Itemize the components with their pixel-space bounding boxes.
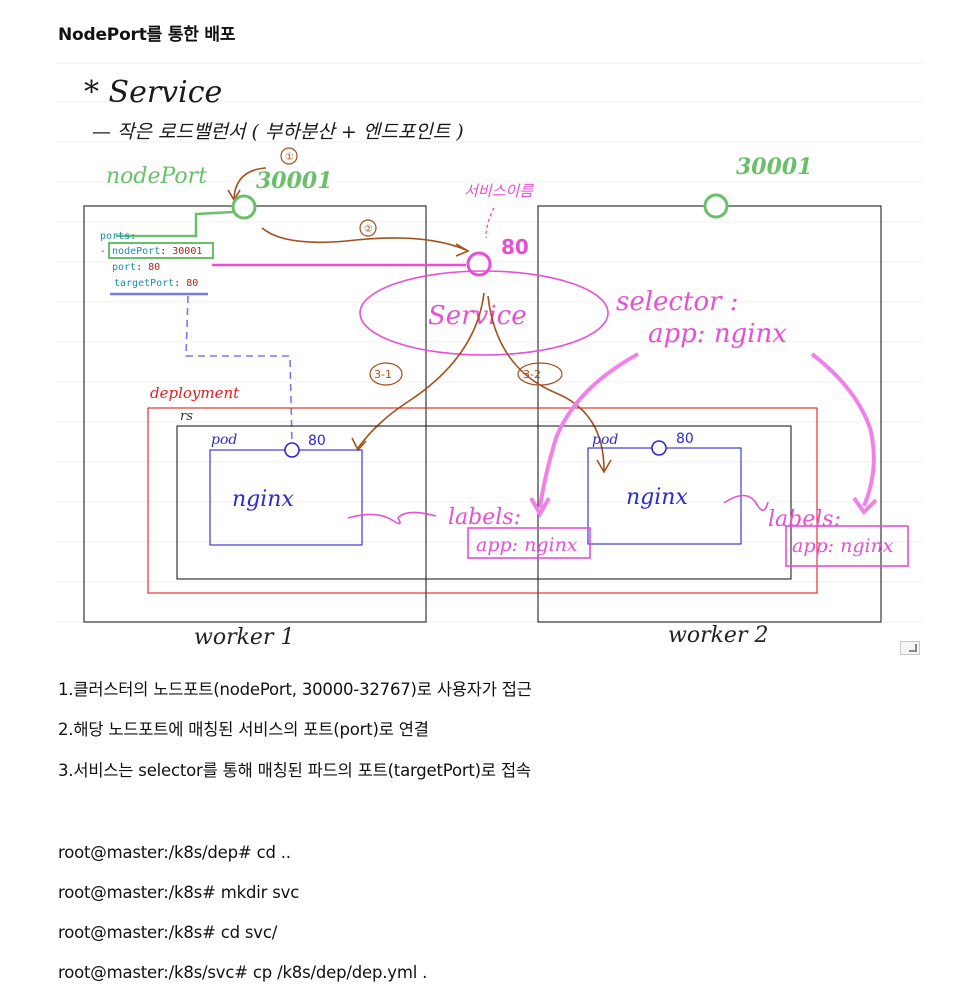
yaml-targetport-key: targetPort xyxy=(114,278,174,289)
step-1-circle xyxy=(280,147,298,165)
yaml-nodeport-highlight xyxy=(108,242,214,259)
yaml-colon-3: : xyxy=(174,278,186,289)
diagram-canvas: * Service — 작은 로드밸런서 ( 부하분산 + 엔드포인트 ) no… xyxy=(56,62,924,650)
labels-right-value: app: nginx xyxy=(792,535,894,557)
yaml-nodeport-value: 30001 xyxy=(172,246,202,257)
step-3-2-circle xyxy=(517,362,563,386)
step-2-arrowhead xyxy=(455,243,470,257)
yaml-line-ports: ports: xyxy=(100,231,136,242)
yaml-line-nodeport: - nodePort: 30001 xyxy=(100,246,202,257)
yaml-dash: - xyxy=(100,246,112,257)
pod-label-right: pod xyxy=(592,432,618,448)
targetport-connector xyxy=(185,295,293,445)
nodeport-circle-left xyxy=(231,194,257,220)
pod-port-left: 80 xyxy=(308,433,326,449)
selector-arrow-left xyxy=(538,352,639,509)
command-line-3: root@master:/k8s# cd svc/ xyxy=(58,923,278,942)
step-2-label: ② xyxy=(364,224,373,235)
deployment-box xyxy=(147,407,818,594)
service-diagram: * Service — 작은 로드밸런서 ( 부하분산 + 엔드포인트 ) no… xyxy=(56,58,924,658)
nginx-right: nginx xyxy=(626,485,688,510)
labels-right-squiggle xyxy=(723,494,769,512)
nodeport-value-left: 30001 xyxy=(256,168,333,194)
step-3-1-label: 3-1 xyxy=(374,368,392,381)
diagram-subheading: — 작은 로드밸런서 ( 부하분산 + 엔드포인트 ) xyxy=(92,121,464,143)
step-line-2: 2.해당 노드포트에 매칭된 서비스의 포트(port)로 연결 xyxy=(58,720,429,739)
nodeport-value-right: 30001 xyxy=(736,154,813,180)
service-name-label: 서비스이름 xyxy=(464,182,534,200)
step-3-2-arrowhead xyxy=(596,459,612,474)
labels-left: labels: xyxy=(448,505,521,530)
yaml-targetport-value: 80 xyxy=(186,278,198,289)
nodeport-connector xyxy=(116,210,234,238)
rs-label: rs xyxy=(180,409,193,424)
selector-arrow-left-head xyxy=(529,497,551,519)
labels-left-squiggle xyxy=(347,511,437,525)
page-title: NodePort를 통한 배포 xyxy=(58,25,236,45)
labels-right-box xyxy=(785,525,909,567)
yaml-colon-1: : xyxy=(160,246,172,257)
worker1-label: worker 1 xyxy=(194,625,294,650)
step-3-1-arrow xyxy=(357,292,485,449)
service-label: Service xyxy=(428,301,527,331)
command-line-2: root@master:/k8s# mkdir svc xyxy=(58,883,300,902)
pod-port-right: 80 xyxy=(676,431,694,447)
selector-arrow-right xyxy=(810,352,876,507)
pod-port-circle-left xyxy=(284,442,300,458)
selector-line-2: app: nginx xyxy=(648,319,787,349)
step-2-arrow xyxy=(261,227,467,251)
step-1-label: ① xyxy=(285,152,294,163)
selector-arrow-right-head xyxy=(852,496,878,516)
pod-port-circle-right xyxy=(651,440,667,456)
replicaset-box xyxy=(176,425,792,580)
service-ellipse xyxy=(359,270,609,356)
service-port-circle xyxy=(466,251,492,277)
yaml-line-port: port: 80 xyxy=(112,262,160,273)
worker2-node-box xyxy=(537,205,882,623)
step-1-arrow xyxy=(233,167,267,199)
diagram-heading: * Service xyxy=(84,75,222,110)
step-3-1-circle xyxy=(369,362,403,386)
yaml-nodeport-key: nodePort xyxy=(112,246,160,257)
worker2-label: worker 2 xyxy=(668,623,768,648)
labels-right: labels: xyxy=(768,507,841,532)
service-port: 80 xyxy=(501,235,529,259)
labels-left-box xyxy=(467,527,591,559)
command-line-4: root@master:/k8s/svc# cp /k8s/dep/dep.ym… xyxy=(58,963,428,982)
selector-line-1: selector : xyxy=(616,287,739,317)
service-name-pointer xyxy=(485,207,495,239)
yaml-port-key: port xyxy=(112,262,136,273)
deployment-label: deployment xyxy=(150,384,240,402)
yaml-port-value: 80 xyxy=(148,262,160,273)
image-resize-handle[interactable] xyxy=(900,641,920,655)
step-3-2-label: 3-2 xyxy=(523,368,541,381)
step-line-3: 3.서비스는 selector를 통해 매칭된 파드의 포트(targetPor… xyxy=(58,761,531,780)
nodeport-label: nodePort xyxy=(106,164,207,189)
step-3-2-arrow xyxy=(487,295,605,471)
step-2-circle xyxy=(359,219,377,237)
nodeport-circle-right xyxy=(703,193,729,219)
yaml-colon-2: : xyxy=(136,262,148,273)
command-line-1: root@master:/k8s/dep# cd .. xyxy=(58,843,291,862)
yaml-line-targetport: targetPort: 80 xyxy=(114,278,198,289)
pod-label-left: pod xyxy=(211,432,237,448)
labels-left-value: app: nginx xyxy=(476,534,578,556)
nginx-left: nginx xyxy=(232,487,294,512)
step-line-1: 1.클러스터의 노드포트(nodePort, 30000-32767)로 사용자… xyxy=(58,680,532,699)
